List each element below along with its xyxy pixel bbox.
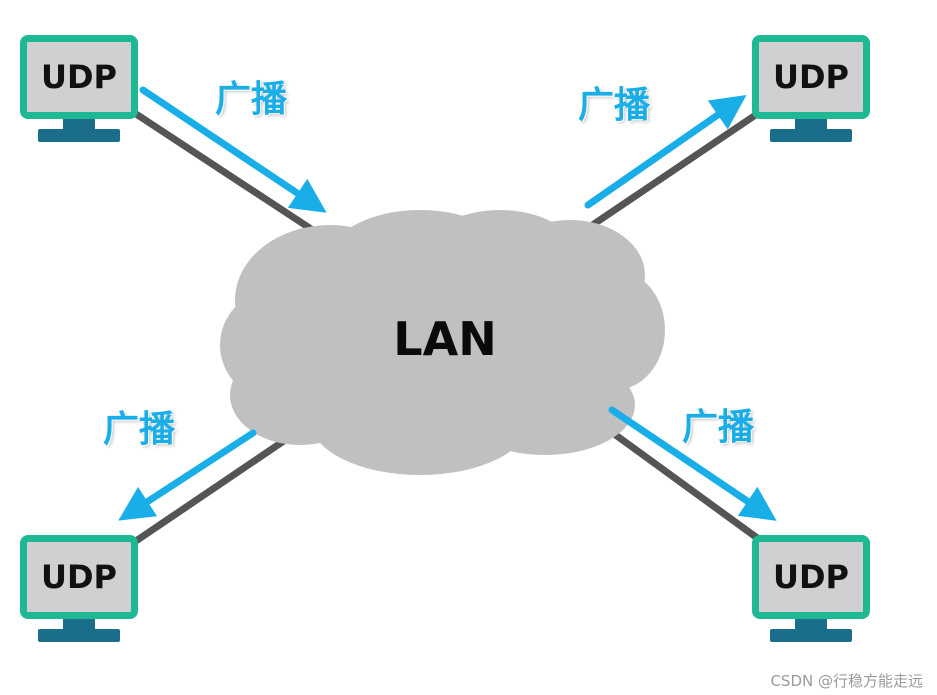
host-label: UDP <box>773 558 849 596</box>
lan-cloud <box>220 210 665 475</box>
watermark: CSDN @行稳方能走远 <box>770 672 923 690</box>
monitor-stand-neck <box>795 119 827 129</box>
host-top-left: UDP <box>20 35 138 153</box>
monitor-stand-neck <box>795 619 827 629</box>
broadcast-label-top-left: 广播 <box>215 79 288 120</box>
broadcast-label-bottom-right: 广播 <box>682 407 755 448</box>
host-label: UDP <box>773 58 849 96</box>
host-bottom-left: UDP <box>20 535 138 653</box>
monitor-icon: UDP <box>20 535 138 619</box>
monitor-stand-base <box>38 129 120 142</box>
monitor-icon: UDP <box>20 35 138 119</box>
monitor-stand-base <box>38 629 120 642</box>
monitor-stand-neck <box>63 119 95 129</box>
monitor-icon: UDP <box>752 535 870 619</box>
monitor-icon: UDP <box>752 35 870 119</box>
link-bottom-left <box>128 427 302 548</box>
monitor-stand-base <box>770 629 852 642</box>
link-bottom-right <box>592 417 763 543</box>
host-top-right: UDP <box>752 35 870 153</box>
arrow-bottom-left <box>118 429 257 521</box>
host-label: UDP <box>41 58 117 96</box>
link-top-left <box>128 107 342 251</box>
arrow-top-right <box>584 95 747 209</box>
broadcast-label-bottom-left: 广播 <box>103 409 176 450</box>
arrow-bottom-right <box>608 406 777 521</box>
arrow-top-left <box>139 86 327 213</box>
link-top-right <box>583 109 762 233</box>
lan-label: LAN <box>393 312 497 366</box>
host-label: UDP <box>41 558 117 596</box>
monitor-stand-neck <box>63 619 95 629</box>
broadcast-label-top-right: 广播 <box>578 85 651 126</box>
host-bottom-right: UDP <box>752 535 870 653</box>
monitor-stand-base <box>770 129 852 142</box>
